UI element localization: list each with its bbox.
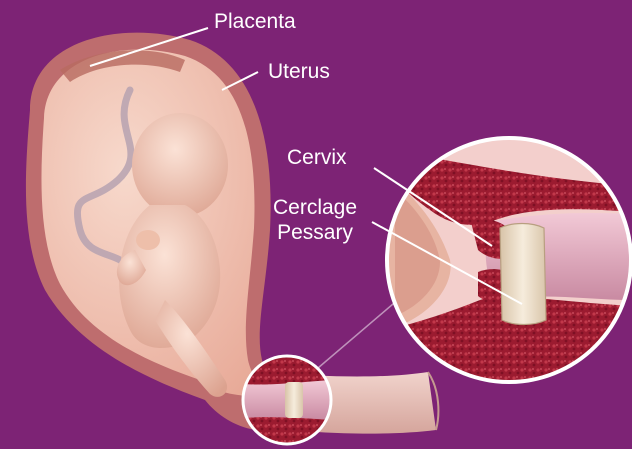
cervix-label: Cervix xyxy=(287,146,347,170)
cerclage-label-line2: Pessary xyxy=(273,220,357,245)
cerclage-label-line1: Cerclage xyxy=(273,195,357,220)
zoom-connector xyxy=(318,298,400,368)
cerclage-pessary-label: Cerclage Pessary xyxy=(273,195,357,245)
uterus-label: Uterus xyxy=(268,60,330,84)
placenta-label: Placenta xyxy=(214,10,296,34)
